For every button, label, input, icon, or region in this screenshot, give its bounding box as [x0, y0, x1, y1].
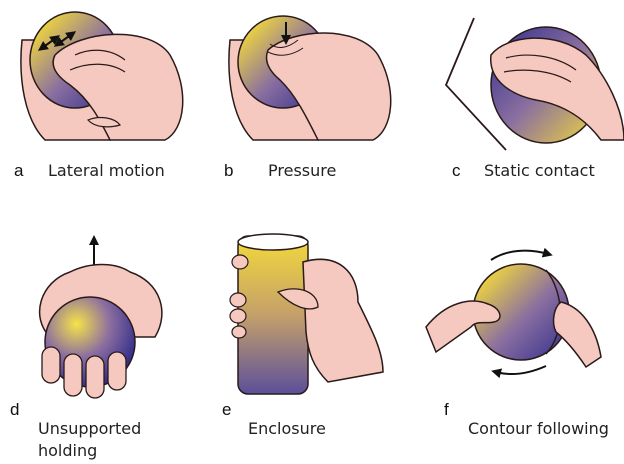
panel-letter: c [452, 161, 461, 181]
enclosure-illustration [208, 232, 416, 412]
panel-caption: Enclosure [248, 418, 326, 440]
lateral-motion-illustration [0, 0, 208, 180]
panel-caption: Pressure [268, 160, 336, 182]
panel-letter: f [444, 400, 449, 420]
contour-following-illustration [416, 232, 624, 412]
static-contact-illustration [416, 0, 624, 180]
panel-caption-line2: holding [38, 440, 97, 462]
panel-enclosure: e Enclosure [208, 232, 416, 464]
panel-letter: e [222, 400, 231, 420]
panel-contour-following: f Contour following [416, 232, 624, 464]
panel-pressure: b Pressure [208, 0, 416, 232]
panel-letter: b [224, 161, 233, 181]
panel-lateral-motion: a Lateral motion [0, 0, 208, 232]
panel-unsupported-holding: d Unsupported holding [0, 232, 208, 464]
panel-caption: Static contact [484, 160, 595, 182]
pressure-illustration [208, 0, 416, 180]
panel-caption: Contour following [468, 418, 609, 440]
panel-static-contact: c Static contact [416, 0, 624, 232]
unsupported-holding-illustration [0, 232, 208, 412]
panel-caption-line1: Unsupported [38, 418, 141, 440]
panel-letter: d [10, 400, 19, 420]
panel-letter: a [14, 161, 23, 181]
panel-caption: Lateral motion [48, 160, 165, 182]
